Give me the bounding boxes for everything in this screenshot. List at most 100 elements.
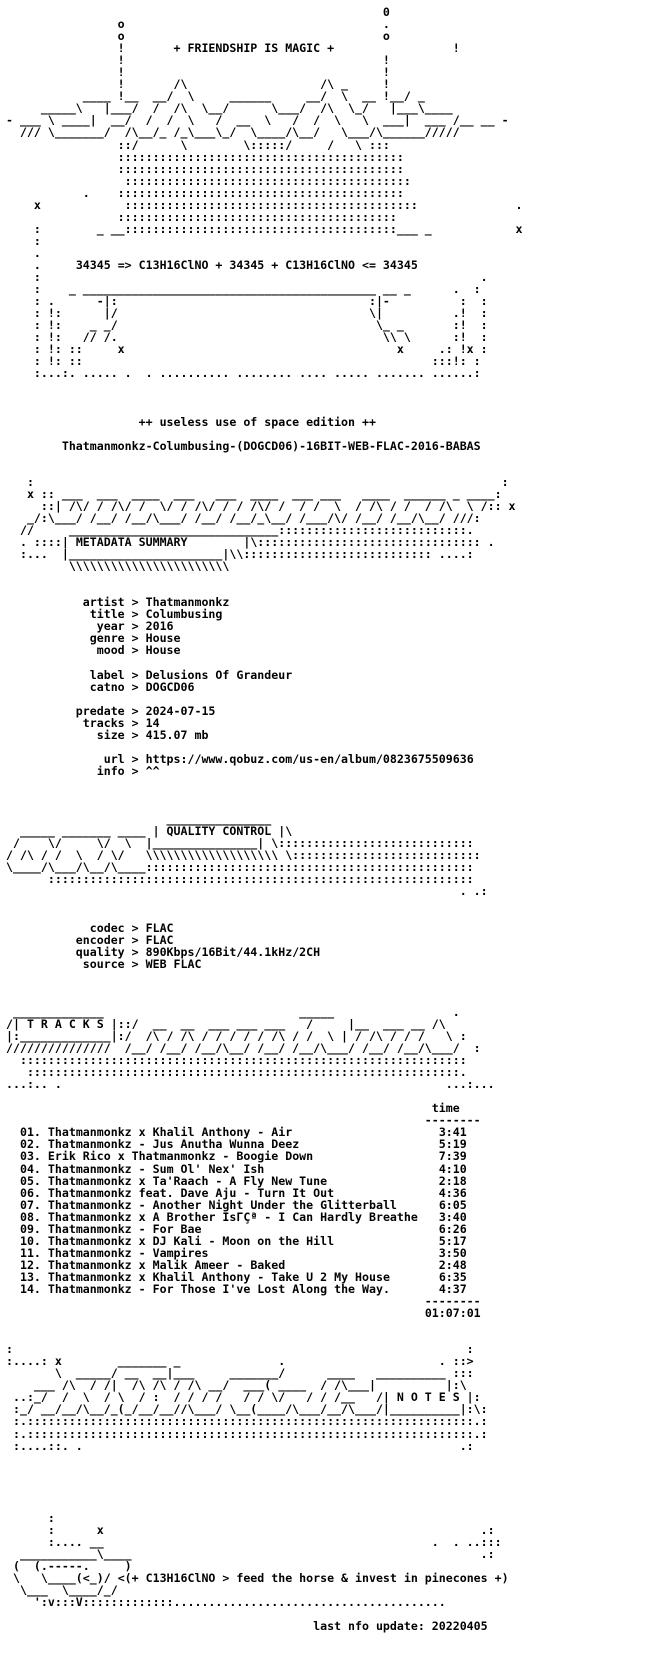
tracks-banner: /| T R A C K S |::/ __ __ ___ ___ ___ / … — [6, 1016, 446, 1031]
track-time: 4:36 — [438, 1185, 467, 1200]
track-number: 05. — [19, 1173, 41, 1188]
last-update-line: last nfo update: 20220405 — [6, 1620, 523, 1632]
last-update: last nfo update: 20220405 — [313, 1619, 488, 1634]
metadata-artist-line: artist > Thatmanmonkz — [6, 595, 230, 610]
tagline: + FRIENDSHIP IS MAGIC + — [173, 41, 335, 56]
metadata-size-line: size > 415.07 mb — [6, 727, 209, 742]
quality-encoder: FLAC — [145, 932, 174, 947]
track-time: 2:48 — [438, 1257, 467, 1272]
metadata-title: Columbusing — [145, 607, 223, 622]
footer-message: <(+ C13H16ClNO > feed the horse & invest… — [117, 1571, 509, 1586]
metadata-url-line: url > https://www.qobuz.com/us-en/album/… — [6, 751, 474, 766]
nfo-text: 0 o . o o ! + FRIENDSHIP IS MAGIC + ! ! — [6, 5, 523, 1634]
metadata-title-line: title > Columbusing — [6, 607, 223, 622]
track-number: 02. — [19, 1137, 41, 1152]
track-time: 6:26 — [438, 1221, 467, 1236]
track-time: 3:50 — [438, 1245, 467, 1260]
track-row: 04. Thatmanmonkz - Sum Ol' Nex' Ish 4:10 — [6, 1161, 523, 1176]
release-name-line: Thatmanmonkz-Columbusing-(DOGCD06)-16BIT… — [6, 440, 523, 452]
time-header-line: time — [6, 1102, 523, 1114]
edition-line: ++ useless use of space edition ++ — [6, 416, 523, 428]
metadata-genre: House — [145, 631, 181, 646]
metadata-tracks-line: tracks > 14 — [6, 715, 160, 730]
quality-encoder-line: encoder > FLAC — [6, 932, 174, 947]
track-row: 14. Thatmanmonkz - For Those I've Lost A… — [6, 1283, 523, 1295]
track-title: Thatmanmonkz x DJ Kali - Moon on the Hil… — [47, 1233, 335, 1248]
track-title: Thatmanmonkz x A Brother IsΓÇª - I Can H… — [47, 1209, 418, 1224]
track-title: Thatmanmonkz x Khalil Anthony - Take U 2… — [47, 1269, 390, 1284]
track-time: 7:39 — [438, 1149, 467, 1164]
metadata-mood: House — [145, 643, 181, 658]
track-title: Thatmanmonkz x Khalil Anthony - Air — [47, 1125, 293, 1140]
metadata-info: ^^ — [145, 763, 160, 778]
time-header: time — [431, 1101, 460, 1116]
track-title: Thatmanmonkz x Malik Ameer - Baked — [47, 1257, 286, 1272]
track-number: 10. — [19, 1233, 41, 1248]
quality-source-line: source > WEB FLAC — [6, 956, 202, 971]
track-time: 4:10 — [438, 1161, 467, 1176]
track-number: 13. — [19, 1269, 41, 1284]
metadata-genre-line: genre > House — [6, 631, 181, 646]
track-title: Thatmanmonkz x Ta'Raach - A Fly New Tune — [47, 1173, 328, 1188]
quality-banner: _____ _______ ____ | QUALITY CONTROL |\ — [6, 824, 293, 839]
metadata-tracks: 14 — [145, 715, 160, 730]
track-title: Thatmanmonkz - Vampires — [47, 1245, 209, 1260]
metadata-url: https://www.qobuz.com/us-en/album/082367… — [145, 751, 474, 766]
track-title: Erik Rico x Thatmanmonkz - Boogie Down — [47, 1149, 314, 1164]
quality-codec: FLAC — [145, 920, 174, 935]
track-number: 01. — [19, 1125, 41, 1140]
metadata-catno: DOGCD06 — [145, 679, 195, 694]
section-quality: QUALITY CONTROL — [166, 824, 272, 839]
release-name: Thatmanmonkz-Columbusing-(DOGCD06)-16BIT… — [61, 438, 481, 453]
track-time: 6:35 — [438, 1269, 467, 1284]
track-number: 04. — [19, 1161, 41, 1176]
track-number: 03. — [19, 1149, 41, 1164]
total-time-line: 01:07:01 — [6, 1307, 523, 1319]
formula-row: . 34345 => C13H16ClNO + 34345 + C13H16Cl… — [6, 257, 418, 272]
section-tracks: T R A C K S — [26, 1016, 104, 1031]
track-number: 08. — [19, 1209, 41, 1224]
track-title: Thatmanmonkz - Another Night Under the G… — [47, 1197, 397, 1212]
track-row: 12. Thatmanmonkz x Malik Ameer - Baked 2… — [6, 1259, 523, 1271]
track-title: Thatmanmonkz - For Those I've Lost Along… — [47, 1281, 390, 1296]
footer-message-line: \ \____(<_)/ <(+ C13H16ClNO > feed the h… — [6, 1571, 509, 1586]
section-metadata: METADATA SUMMARY — [75, 535, 188, 550]
track-title: Thatmanmonkz - For Bae — [47, 1221, 202, 1236]
metadata-year-line: year > 2016 — [6, 619, 174, 634]
metadata-size: 415.07 mb — [145, 727, 209, 742]
metadata-banner: . ::::| METADATA SUMMARY |\:::::::::::::… — [6, 535, 495, 550]
track-time: 2:18 — [438, 1173, 467, 1188]
total-time: 01:07:01 — [424, 1306, 481, 1321]
metadata-label-line: label > Delusions Of Grandeur — [6, 667, 293, 682]
track-row: 08. Thatmanmonkz x A Brother IsΓÇª - I C… — [6, 1211, 523, 1223]
track-time: 6:05 — [438, 1197, 467, 1212]
edition: ++ useless use of space edition ++ — [138, 414, 376, 429]
metadata-mood-line: mood > House — [6, 643, 181, 658]
track-title: Thatmanmonkz - Sum Ol' Nex' Ish — [47, 1161, 265, 1176]
track-row: 02. Thatmanmonkz - Jus Anutha Wunna Deez… — [6, 1138, 523, 1150]
metadata-artist: Thatmanmonkz — [145, 595, 230, 610]
metadata-label: Delusions Of Grandeur — [145, 667, 293, 682]
metadata-predate-line: predate > 2024-07-15 — [6, 703, 216, 718]
track-row: 03. Erik Rico x Thatmanmonkz - Boogie Do… — [6, 1150, 523, 1162]
track-row: 10. Thatmanmonkz x DJ Kali - Moon on the… — [6, 1235, 523, 1247]
metadata-year: 2016 — [145, 619, 174, 634]
track-row: 01. Thatmanmonkz x Khalil Anthony - Air … — [6, 1126, 523, 1138]
track-title: Thatmanmonkz feat. Dave Aju - Turn It Ou… — [47, 1185, 335, 1200]
tagline-line: ! + FRIENDSHIP IS MAGIC + ! — [6, 41, 460, 56]
quality-quality-line: quality > 890Kbps/16Bit/44.1kHz/2CH — [6, 944, 321, 959]
quality-codec-line: codec > FLAC — [6, 920, 174, 935]
track-time: 3:41 — [438, 1125, 467, 1140]
track-number: 06. — [19, 1185, 41, 1200]
metadata-catno-line: catno > DOGCD06 — [6, 679, 195, 694]
track-number: 14. — [19, 1281, 41, 1296]
track-row: 13. Thatmanmonkz x Khalil Anthony - Take… — [6, 1271, 523, 1283]
track-time: 5:17 — [438, 1233, 467, 1248]
track-time: 4:37 — [438, 1281, 467, 1296]
track-row: 05. Thatmanmonkz x Ta'Raach - A Fly New … — [6, 1175, 523, 1187]
track-time: 5:19 — [438, 1137, 467, 1152]
formula-line: 34345 => C13H16ClNO + 34345 + C13H16ClNO… — [75, 257, 418, 272]
metadata-info-line: info > ^^ — [6, 763, 160, 778]
track-row: 06. Thatmanmonkz feat. Dave Aju - Turn I… — [6, 1187, 523, 1199]
track-number: 09. — [19, 1221, 41, 1236]
